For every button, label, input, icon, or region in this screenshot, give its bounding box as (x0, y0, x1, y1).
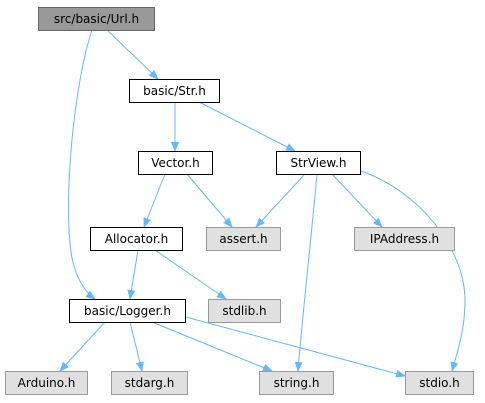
edge-vector-to-assert (186, 173, 233, 228)
node-box (354, 227, 455, 251)
node-label: StrView.h (290, 156, 346, 170)
node-label: basic/Logger.h (84, 304, 171, 318)
node-label: Allocator.h (105, 232, 168, 246)
node-box (5, 371, 88, 395)
node-label: string.h (274, 376, 320, 390)
node-box (111, 371, 188, 395)
node-str[interactable]: basic/Str.h (129, 79, 220, 103)
node-ipaddress: IPAddress.h (354, 227, 455, 251)
edges-layer (59, 29, 466, 378)
node-box (129, 79, 220, 103)
node-label: stdlib.h (222, 304, 266, 318)
node-box (38, 7, 155, 31)
node-arduino: Arduino.h (5, 371, 88, 395)
node-assert: assert.h (206, 227, 281, 251)
node-label: src/basic/Url.h (54, 12, 139, 26)
node-label: stdio.h (419, 376, 459, 390)
edge-allocator-to-logger (127, 249, 139, 300)
node-box (276, 151, 361, 175)
node-logger[interactable]: basic/Logger.h (69, 299, 186, 323)
edge-logger-to-string (151, 321, 273, 372)
node-stdarg: stdarg.h (111, 371, 188, 395)
edge-url-to-str (106, 29, 159, 80)
node-label: basic/Str.h (143, 84, 206, 98)
node-box (69, 299, 186, 323)
edge-vector-to-allocator (143, 173, 166, 228)
edge-strview-to-stdio (357, 169, 466, 372)
node-stdlib: stdlib.h (208, 299, 281, 323)
node-string: string.h (259, 371, 334, 395)
edge-strview-to-ipaddress (331, 173, 383, 228)
edge-logger-to-stdio (181, 315, 406, 378)
node-box (405, 371, 474, 395)
edge-strview-to-assert (255, 173, 306, 228)
node-label: assert.h (219, 232, 267, 246)
node-strview[interactable]: StrView.h (276, 151, 361, 175)
node-box (208, 299, 281, 323)
node-label: stdarg.h (125, 376, 175, 390)
node-label: Arduino.h (18, 376, 76, 390)
node-label: Vector.h (151, 156, 200, 170)
node-url[interactable]: src/basic/Url.h (38, 7, 155, 31)
node-allocator[interactable]: Allocator.h (90, 227, 183, 251)
node-box (138, 151, 213, 175)
edge-logger-to-arduino (59, 321, 106, 372)
node-box (259, 371, 334, 395)
node-stdio: stdio.h (405, 371, 474, 395)
edge-logger-to-stdarg (129, 321, 144, 372)
edge-url-to-logger (68, 29, 96, 300)
node-vector[interactable]: Vector.h (138, 151, 213, 175)
edge-strview-to-string (294, 173, 318, 372)
node-box (206, 227, 281, 251)
edge-allocator-to-stdlib (154, 249, 227, 300)
node-box (90, 227, 183, 251)
edge-str-to-strview (198, 101, 296, 152)
node-label: IPAddress.h (370, 232, 439, 246)
